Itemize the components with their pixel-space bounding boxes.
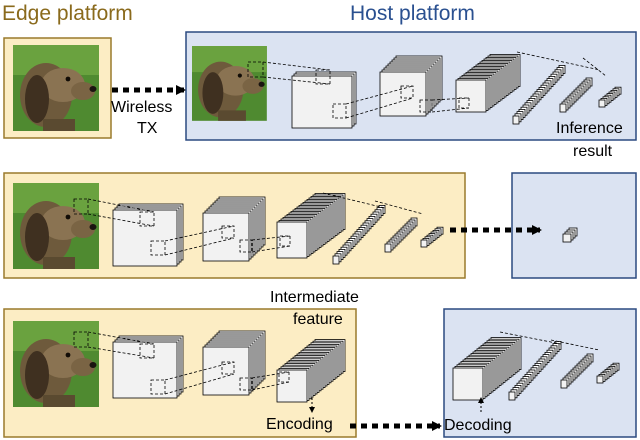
cnn-layers-top <box>247 51 622 129</box>
feature-map-stack <box>455 54 521 113</box>
feature-map-stack <box>598 86 622 108</box>
feature-map-stack <box>202 330 266 396</box>
feature-map-stack <box>596 362 620 384</box>
feature-map-stack <box>560 353 594 389</box>
feature-map-stack <box>276 339 346 403</box>
dog-photo-icon <box>192 46 267 121</box>
feature-map-stack <box>420 226 444 248</box>
cnn-layers-middle <box>73 192 578 267</box>
feature-map-stack <box>512 65 566 125</box>
feature-label: feature <box>293 311 343 328</box>
inference-label: Inference <box>556 120 623 137</box>
cnn-layers-bottom-edge <box>73 330 346 403</box>
wireless-label: Wireless <box>111 99 173 116</box>
encoding-label: Encoding <box>266 416 333 433</box>
dog-photo-icon <box>13 183 99 269</box>
dog-photo-icon <box>13 45 99 131</box>
result-label: result <box>573 143 613 160</box>
decoding-label: Decoding <box>444 417 512 434</box>
feature-map-stack <box>559 77 593 113</box>
feature-map-stack <box>384 217 418 253</box>
tx-label: TX <box>137 120 158 137</box>
feature-map-stack <box>112 203 184 267</box>
feature-map-stack <box>112 335 184 399</box>
dog-photo-icon <box>13 321 99 407</box>
feature-map-stack <box>291 71 357 129</box>
feature-map-stack <box>452 337 522 401</box>
feature-map-stack <box>562 227 578 243</box>
cnn-layers-bottom-host <box>452 331 620 401</box>
host-platform-title: Host platform <box>350 2 475 25</box>
feature-map-stack <box>379 55 443 117</box>
host-platform-box-middle <box>511 172 637 279</box>
feature-map-stack <box>508 340 562 401</box>
feature-map-stack <box>332 204 386 265</box>
intermediate-label: Intermediate <box>270 289 359 306</box>
feature-map-stack <box>202 196 266 262</box>
edge-platform-title: Edge platform <box>2 2 133 25</box>
feature-map-stack <box>276 193 346 259</box>
